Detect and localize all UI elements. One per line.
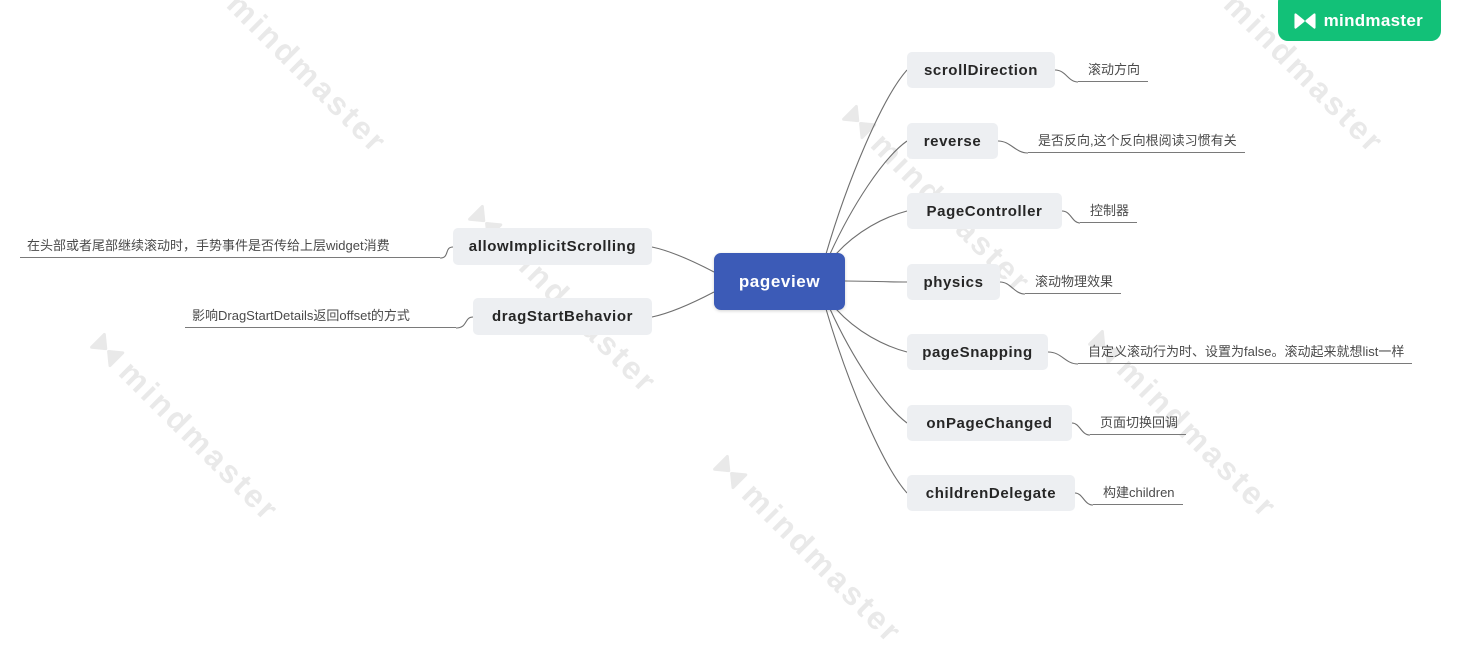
branch-pagecontroller <box>836 211 907 254</box>
note-allowimplicitscrolling[interactable]: 在头部或者尾部继续滚动时，手势事件是否传给上层widget消费 <box>20 238 440 258</box>
note-connector <box>440 247 453 258</box>
note-pagecontroller[interactable]: 控制器 <box>1080 203 1137 223</box>
mindmaster-watermark-icon <box>712 453 749 490</box>
note-connector <box>456 317 473 328</box>
note-scrolldirection[interactable]: 滚动方向 <box>1078 62 1148 82</box>
note-connector <box>1075 493 1093 505</box>
node-physics[interactable]: physics <box>907 264 1000 300</box>
branch-dragstartbehavior <box>652 292 714 317</box>
node-onpagechanged[interactable]: onPageChanged <box>907 405 1072 441</box>
watermark: mindmaster <box>192 0 395 161</box>
branch-onpagechanged <box>830 309 907 423</box>
watermark-text: mindmaster <box>219 0 395 161</box>
node-dragstartbehavior[interactable]: dragStartBehavior <box>473 298 652 335</box>
watermark-text: mindmaster <box>734 476 910 651</box>
note-childrendelegate[interactable]: 构建children <box>1093 485 1183 505</box>
node-pagesnapping[interactable]: pageSnapping <box>907 334 1048 370</box>
note-connector <box>998 141 1028 153</box>
node-scrolldirection[interactable]: scrollDirection <box>907 52 1055 88</box>
note-dragstartbehavior[interactable]: 影响DragStartDetails返回offset的方式 <box>185 308 456 328</box>
mindmaster-watermark-icon <box>841 103 878 140</box>
mindmaster-badge: mindmaster <box>1278 0 1441 41</box>
note-onpagechanged[interactable]: 页面切换回调 <box>1090 415 1186 435</box>
branch-physics <box>845 281 907 282</box>
node-reverse[interactable]: reverse <box>907 123 998 159</box>
branch-childrendelegate <box>826 309 907 493</box>
branch-pagesnapping <box>836 309 907 352</box>
brand-name: mindmaster <box>1324 11 1423 31</box>
node-childrendelegate[interactable]: childrenDelegate <box>907 475 1075 511</box>
node-pagecontroller[interactable]: PageController <box>907 193 1062 229</box>
node-allowimplicitscrolling[interactable]: allowImplicitScrolling <box>453 228 652 265</box>
watermark: mindmaster <box>84 326 287 529</box>
note-connector <box>1062 211 1080 223</box>
mindmaster-watermark-icon <box>89 331 126 368</box>
note-connector <box>1055 70 1078 82</box>
note-pagesnapping[interactable]: 自定义滚动行为时、设置为false。滚动起来就想list一样 <box>1078 344 1412 364</box>
watermark: mindmaster <box>707 448 910 651</box>
note-connector <box>1048 352 1078 364</box>
note-connector <box>1072 423 1090 435</box>
watermark-text: mindmaster <box>111 354 287 530</box>
node-pageview[interactable]: pageview <box>714 253 845 310</box>
mindmaster-logo-icon <box>1294 13 1316 29</box>
branch-allowimplicitscrolling <box>652 247 714 272</box>
note-physics[interactable]: 滚动物理效果 <box>1025 274 1121 294</box>
note-reverse[interactable]: 是否反向,这个反向根阅读习惯有关 <box>1028 133 1245 153</box>
